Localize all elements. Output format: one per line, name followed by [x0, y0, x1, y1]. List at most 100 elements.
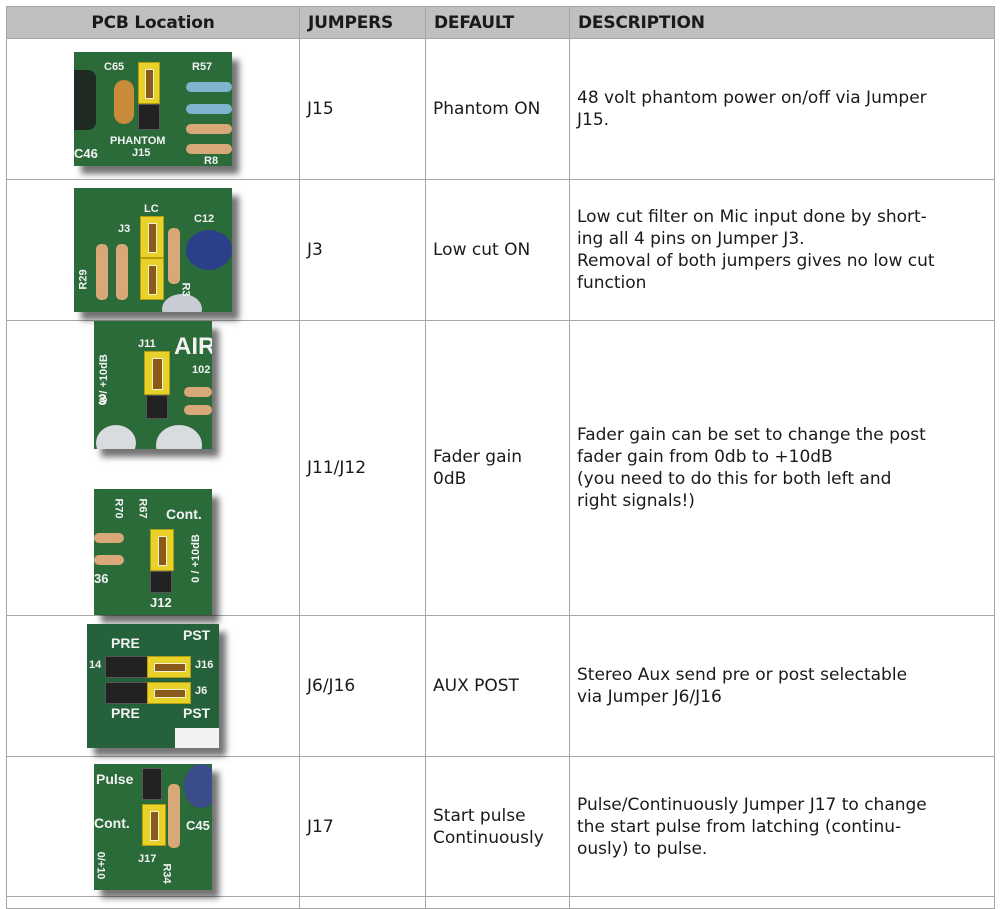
table-row: Pulse Cont. J17 C45 R34 0/+10 J17 Start …: [6, 756, 995, 897]
silkscreen-label: R67: [136, 498, 149, 519]
pcb-photo-j17: Pulse Cont. J17 C45 R34 0/+10: [94, 763, 212, 890]
jumpers-cell: [299, 896, 426, 909]
silkscreen-label: J11: [138, 338, 156, 350]
description-line: Fader gain can be set to change the post: [577, 425, 926, 445]
default-cell: Start pulse Continuously: [425, 756, 570, 897]
jumper-shunt: [140, 216, 164, 258]
pcb-location-cell: J11 AIR 102 0 / +10dB 3 Cont. R70 R67: [6, 320, 300, 616]
pcb-location-cell: LC J3 C12 R29 R3: [6, 179, 300, 321]
default-line: Fader gain: [433, 447, 522, 467]
description-cell: Pulse/Continuously Jumper J17 to change …: [569, 756, 995, 897]
jumper-pins: [138, 104, 160, 130]
resistor: [94, 533, 124, 543]
silkscreen-label: AIR: [174, 333, 212, 360]
silkscreen-label: J17: [138, 852, 157, 865]
pcb-photo-j3: LC J3 C12 R29 R3: [74, 188, 232, 312]
silkscreen-label: R57: [192, 61, 213, 73]
silkscreen-label: R8: [204, 155, 219, 167]
capacitor: [156, 425, 202, 449]
jumpers-cell: J3: [299, 179, 426, 321]
silkscreen-label: C12: [194, 213, 215, 225]
silkscreen-label: J3: [118, 223, 131, 235]
capacitor: [162, 294, 202, 312]
resistor: [96, 244, 108, 300]
column-header-jumpers: JUMPERS: [299, 6, 426, 39]
resistor: [116, 244, 128, 300]
silkscreen-label: J6: [195, 685, 208, 697]
description-line: J15.: [577, 110, 610, 130]
pcb-location-cell: Pulse Cont. J17 C45 R34 0/+10: [6, 756, 300, 897]
jumpers-cell: J17: [299, 756, 426, 897]
jumper-pins: [105, 682, 149, 704]
silkscreen-label: J16: [195, 659, 214, 671]
pcb-photo-j12: Cont. R70 R67 J12 0 / +10dB 36: [94, 489, 212, 615]
jumpers-cell: J15: [299, 38, 426, 180]
silkscreen-label: Pulse: [96, 770, 134, 787]
default-line: 0dB: [433, 469, 467, 489]
silkscreen-label: 102: [192, 364, 211, 376]
pcb-photo-j15: C65 R57 PHANTOM J15 C46 R8: [74, 52, 232, 166]
silkscreen-label: C46: [74, 146, 98, 161]
default-cell: AUX POST: [425, 615, 570, 757]
silkscreen-label: 0/+10: [94, 851, 107, 879]
default-cell: Fader gain 0dB: [425, 320, 570, 616]
silkscreen-label: PRE: [111, 705, 140, 721]
pcb-location-cell: PRE PST J16 J6 PRE PST 14: [6, 615, 300, 757]
table-row: PRE PST J16 J6 PRE PST 14 J6/J16 AUX POS…: [6, 615, 995, 757]
description-cell: Fader gain can be set to change the post…: [569, 320, 995, 616]
capacitor: [74, 70, 96, 130]
silkscreen-label: R34: [160, 862, 173, 884]
silkscreen-label: Cont.: [94, 814, 130, 831]
resistor: [168, 228, 180, 284]
description-line: the start pulse from latching (continu-: [577, 816, 902, 837]
silkscreen-label: R29: [77, 269, 90, 290]
column-header-pcb-location: PCB Location: [6, 6, 300, 39]
silkscreen-label: 14: [89, 659, 102, 671]
description-line: (you need to do this for both left and: [577, 469, 892, 489]
jumper-shunt: [147, 682, 191, 704]
capacitor: [114, 80, 134, 124]
description-line: fader gain from 0db to +10dB: [577, 447, 833, 467]
silkscreen-label: PST: [183, 627, 211, 643]
description-cell: [569, 896, 995, 909]
silkscreen-label: LC: [144, 203, 159, 215]
resistor: [184, 405, 212, 415]
description-line: right signals!): [577, 491, 695, 511]
resistor: [186, 144, 232, 154]
description-line: function: [577, 273, 647, 293]
resistor: [186, 104, 232, 114]
jumpers-cell: J11/J12: [299, 320, 426, 616]
capacitor: [186, 230, 232, 270]
description-cell: 48 volt phantom power on/off via Jumper …: [569, 38, 995, 180]
silkscreen-label: PRE: [111, 635, 140, 651]
jumper-shunt: [140, 258, 164, 300]
description-line: Low cut filter on Mic input done by shor…: [577, 207, 927, 227]
jumper-shunt: [150, 529, 174, 571]
pcb-photo-j11: J11 AIR 102 0 / +10dB 3: [94, 321, 212, 449]
resistor: [184, 387, 212, 397]
pcb-location-cell: [6, 896, 300, 909]
resistor: [94, 555, 124, 565]
pcb-location-cell: C65 R57 PHANTOM J15 C46 R8: [6, 38, 300, 180]
default-cell: Phantom ON: [425, 38, 570, 180]
default-line: Start pulse: [433, 805, 526, 826]
jumper-shunt: [144, 351, 170, 395]
silkscreen-label: Cont.: [166, 506, 202, 522]
table-row: J11 AIR 102 0 / +10dB 3 Cont. R70 R67: [6, 320, 995, 616]
silkscreen-label: C45: [186, 817, 210, 833]
silkscreen-label: R70: [112, 498, 125, 519]
silkscreen-label: 0 / +10dB: [189, 534, 202, 583]
resistor: [186, 82, 232, 92]
description-line: 48 volt phantom power on/off via Jumper: [577, 88, 927, 108]
table-row: C65 R57 PHANTOM J15 C46 R8 J15 Phantom O…: [6, 38, 995, 180]
resistor: [186, 124, 232, 134]
jumper-shunt: [138, 62, 160, 104]
resistor: [168, 783, 180, 848]
jumpers-cell: J6/J16: [299, 615, 426, 757]
description-line: Pulse/Continuously Jumper J17 to change: [577, 794, 927, 815]
silkscreen-label: PST: [183, 705, 211, 721]
silkscreen-label: PHANTOM: [110, 135, 166, 147]
column-header-default: DEFAULT: [425, 6, 570, 39]
silkscreen-label: R3: [179, 282, 192, 297]
silkscreen-label: 36: [94, 571, 109, 586]
